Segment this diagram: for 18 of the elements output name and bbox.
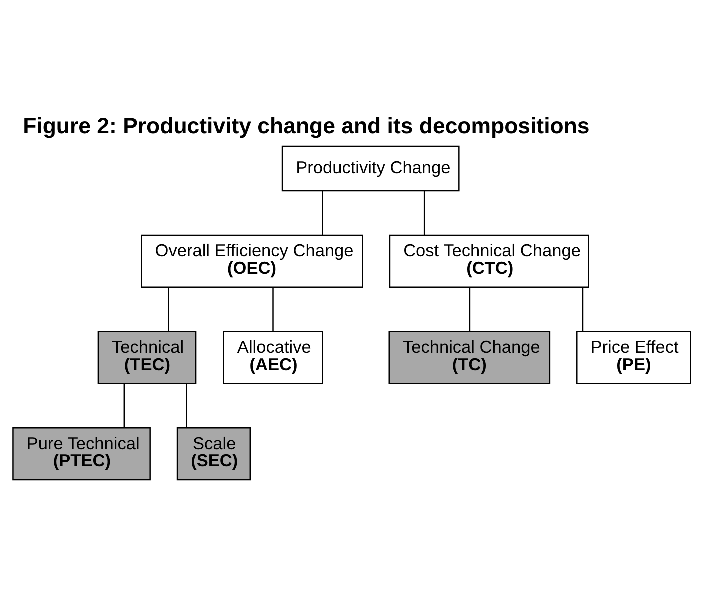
node-box: Productivity Change (282, 145, 460, 192)
connector (124, 384, 126, 428)
node-box: Price Effect (PE) (576, 330, 692, 384)
node-box: Scale (SEC) (176, 427, 252, 480)
node-box: Technical Change (TC) (388, 330, 551, 384)
connector (582, 287, 584, 332)
connector (469, 287, 471, 332)
node-box: Allocative (AEC) (223, 330, 324, 384)
connector (168, 287, 170, 332)
connector (322, 190, 324, 235)
node-box: Cost Technical Change (CTC) (389, 234, 590, 288)
node-box: Technical (TEC) (98, 330, 197, 384)
node-box: Overall Efficiency Change (OEC) (141, 234, 364, 288)
connector (424, 190, 426, 235)
connector (186, 384, 188, 428)
node-box: Pure Technical (PTEC) (12, 427, 151, 480)
connector (272, 287, 274, 332)
diagram-title: Figure 2: Productivity change and its decompositions (23, 112, 590, 138)
